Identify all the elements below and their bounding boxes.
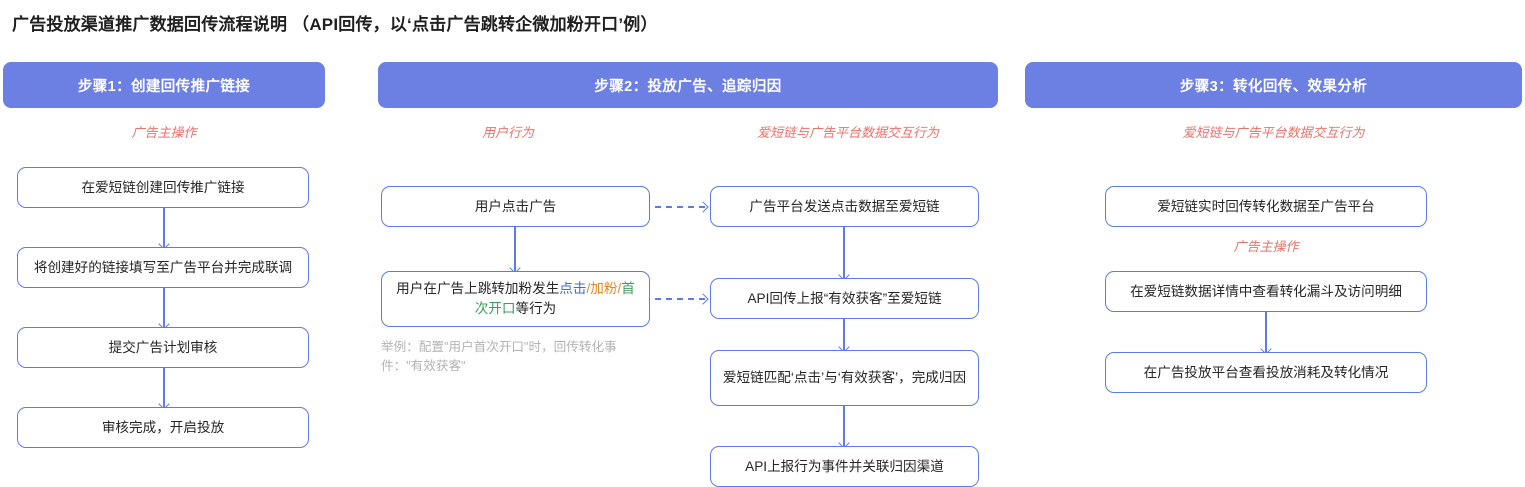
step2-right-node-3-label: 爱短链匹配‘点击’与‘有效获客’，完成归因	[722, 370, 967, 386]
step2-right-node-4-label: API上报行为事件并关联归因渠道	[745, 458, 944, 474]
step3-arrow-1	[1265, 312, 1267, 352]
step2-right-node-2-label: API回传上报“有效获客”至爱短链	[747, 290, 942, 306]
step2-dashed-arrow-1	[655, 206, 705, 210]
seg-sep-2: /	[617, 281, 622, 297]
step2-dashed-arrow-2	[655, 298, 705, 302]
step2-right-arrow-2	[843, 319, 845, 350]
seg-first-open: 首次开口	[474, 281, 635, 316]
seg-suffix: 等行为	[515, 301, 557, 316]
step3-actor-label-advertiser: 广告主操作	[1233, 239, 1299, 254]
step2-left-node-1-label: 用户点击广告	[474, 198, 557, 214]
step3-node-3[interactable]: 在广告投放平台查看投放消耗及转化情况	[1105, 352, 1427, 393]
step1-node-2[interactable]: 将创建好的链接填写至广告平台并完成联调	[17, 247, 309, 288]
step3-node-2[interactable]: 在爱短链数据详情中查看转化漏斗及访问明细	[1105, 271, 1427, 312]
step2-left-node-1[interactable]: 用户点击广告	[381, 186, 650, 227]
step2-right-node-1-label: 广告平台发送点击数据至爱短链	[749, 198, 940, 214]
step1-node-4[interactable]: 审核完成，开启投放	[17, 407, 309, 448]
step1-node-4-label: 审核完成，开启投放	[101, 419, 225, 435]
step3-column: 步骤3：转化回传、效果分析 爱短链与广告平台数据交互行为 爱短链实时回传转化数据…	[1025, 62, 1522, 393]
step1-node-2-label: 将创建好的链接填写至广告平台并完成联调	[33, 259, 293, 275]
step2-column: 步骤2：投放广告、追踪归因 用户行为 爱短链与广告平台数据交互行为 用户点击广告…	[378, 62, 998, 487]
seg-click: 点击	[559, 281, 587, 297]
step2-right-node-4[interactable]: API上报行为事件并关联归因渠道	[710, 446, 979, 487]
step2-note: 举例：配置"用户首次开口"时，回传转化事件："有效获客"	[381, 340, 617, 373]
step2-actor-label-user: 用户行为	[481, 125, 534, 140]
seg-sep-1: /	[586, 281, 591, 297]
step2-right-node-1[interactable]: 广告平台发送点击数据至爱短链	[710, 186, 979, 227]
page-title: 广告投放渠道推广数据回传流程说明 （API回传，以‘点击广告跳转企微加粉开口’例…	[12, 15, 658, 34]
step3-node-2-label: 在爱短链数据详情中查看转化漏斗及访问明细	[1130, 283, 1402, 299]
step3-node-3-label: 在广告投放平台查看投放消耗及转化情况	[1143, 364, 1389, 380]
step2-header: 步骤2：投放广告、追踪归因	[378, 62, 998, 108]
step2-actor-label-platform: 爱短链与广告平台数据交互行为	[756, 125, 939, 140]
step2-left-arrow-1	[514, 227, 516, 271]
step1-arrow-1	[163, 208, 165, 247]
step1-actor-label: 广告主操作	[131, 125, 197, 140]
step3-header: 步骤3：转化回传、效果分析	[1025, 62, 1522, 108]
step1-arrow-2	[163, 288, 165, 327]
seg-fans: 加粉	[590, 281, 618, 297]
step1-node-1[interactable]: 在爱短链创建回传推广链接	[17, 167, 309, 208]
step2-left-node-2[interactable]: 用户在广告上跳转加粉发生点击/加粉/首次开口等行为	[381, 271, 650, 327]
step3-actor-label-platform: 爱短链与广告平台数据交互行为	[1182, 125, 1365, 140]
step1-column: 步骤1：创建回传推广链接 广告主操作 在爱短链创建回传推广链接 将创建好的链接填…	[3, 62, 325, 448]
step2-left-node-2-label: 用户在广告上跳转加粉发生点击/加粉/首次开口等行为	[392, 279, 639, 318]
step3-node-1-label: 爱短链实时回传转化数据至广告平台	[1157, 198, 1375, 214]
step1-node-1-label: 在爱短链创建回传推广链接	[81, 179, 245, 195]
step1-arrow-3	[163, 368, 165, 407]
seg-prefix: 用户在广告上跳转加粉发生	[396, 281, 560, 297]
step2-right-node-2[interactable]: API回传上报“有效获客”至爱短链	[710, 278, 979, 319]
step3-node-1[interactable]: 爱短链实时回传转化数据至广告平台	[1105, 186, 1427, 227]
step1-node-3[interactable]: 提交广告计划审核	[17, 327, 309, 368]
step1-header: 步骤1：创建回传推广链接	[3, 62, 325, 108]
step2-right-arrow-3	[843, 406, 845, 446]
step1-node-3-label: 提交广告计划审核	[108, 339, 218, 355]
step2-right-arrow-1	[843, 227, 845, 278]
step2-right-node-3[interactable]: 爱短链匹配‘点击’与‘有效获客’，完成归因	[710, 350, 979, 406]
